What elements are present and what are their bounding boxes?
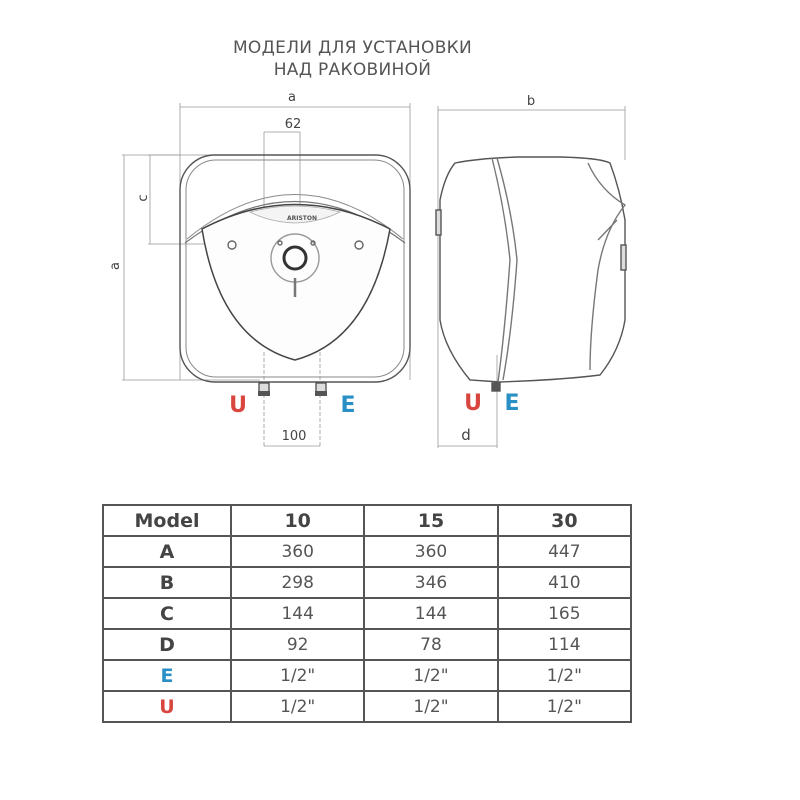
technical-drawing: a 62 c a 100 b d ARISTON U E U E xyxy=(108,90,627,448)
dimension-100-label: 100 xyxy=(282,429,307,444)
header-10: 10 xyxy=(229,504,366,537)
table-row: E 1/2" 1/2" 1/2" xyxy=(102,659,633,692)
outlet-u-label: U xyxy=(229,393,247,418)
dimension-b-label: b xyxy=(527,94,535,109)
cell: 78 xyxy=(363,628,499,661)
table-row: D 92 78 114 xyxy=(102,628,633,661)
table-row: C 144 144 165 xyxy=(102,597,633,630)
cell: 1/2" xyxy=(496,659,633,692)
cell: 144 xyxy=(363,597,499,630)
table-row: U 1/2" 1/2" 1/2" xyxy=(102,690,633,723)
side-outlet-e-label: E xyxy=(504,391,519,416)
header-15: 15 xyxy=(363,504,499,537)
dimension-a-width-label: a xyxy=(288,90,296,105)
table-header-row: Model 10 15 30 xyxy=(102,504,633,537)
side-view xyxy=(435,156,627,392)
cell: 92 xyxy=(229,628,366,661)
dimension-62-label: 62 xyxy=(285,117,302,132)
dimension-c-label: c xyxy=(136,194,151,201)
title-line-2: НАД РАКОВИНОЙ xyxy=(273,60,432,80)
ariston-logo: ARISTON xyxy=(287,215,317,222)
header-30: 30 xyxy=(496,504,633,537)
cell: 360 xyxy=(229,535,366,568)
cell: 346 xyxy=(363,566,499,599)
heater-body-outline xyxy=(179,154,411,383)
dimension-a-height-label: a xyxy=(108,262,123,270)
row-label: E xyxy=(102,659,232,692)
table-row: A 360 360 447 xyxy=(102,535,633,568)
row-label: C xyxy=(102,597,232,630)
title-line-1: МОДЕЛИ ДЛЯ УСТАНОВКИ xyxy=(232,38,473,58)
cell: 1/2" xyxy=(496,690,633,723)
side-outlet-u-label: U xyxy=(464,391,482,416)
thermostat-knob xyxy=(282,245,308,271)
cell: 1/2" xyxy=(229,659,366,692)
row-label: A xyxy=(102,535,232,568)
cell: 165 xyxy=(496,597,633,630)
row-label: U xyxy=(102,690,232,723)
cell: 144 xyxy=(229,597,366,630)
cell: 447 xyxy=(496,535,633,568)
header-model: Model xyxy=(102,504,232,537)
side-body-outline xyxy=(439,156,626,383)
cell: 1/2" xyxy=(229,690,366,723)
cell: 1/2" xyxy=(363,659,499,692)
dimensions-table: Model 10 15 30 A 360 360 447 B 298 346 4… xyxy=(102,504,633,723)
cell: 114 xyxy=(496,628,633,661)
dimension-d-label: d xyxy=(461,426,471,444)
outlet-e-label: E xyxy=(340,393,355,418)
cell: 1/2" xyxy=(363,690,499,723)
cell: 360 xyxy=(363,535,499,568)
row-label: D xyxy=(102,628,232,661)
cell: 298 xyxy=(229,566,366,599)
cell: 410 xyxy=(496,566,633,599)
front-view xyxy=(179,154,411,396)
table-row: B 298 346 410 xyxy=(102,566,633,599)
row-label: B xyxy=(102,566,232,599)
